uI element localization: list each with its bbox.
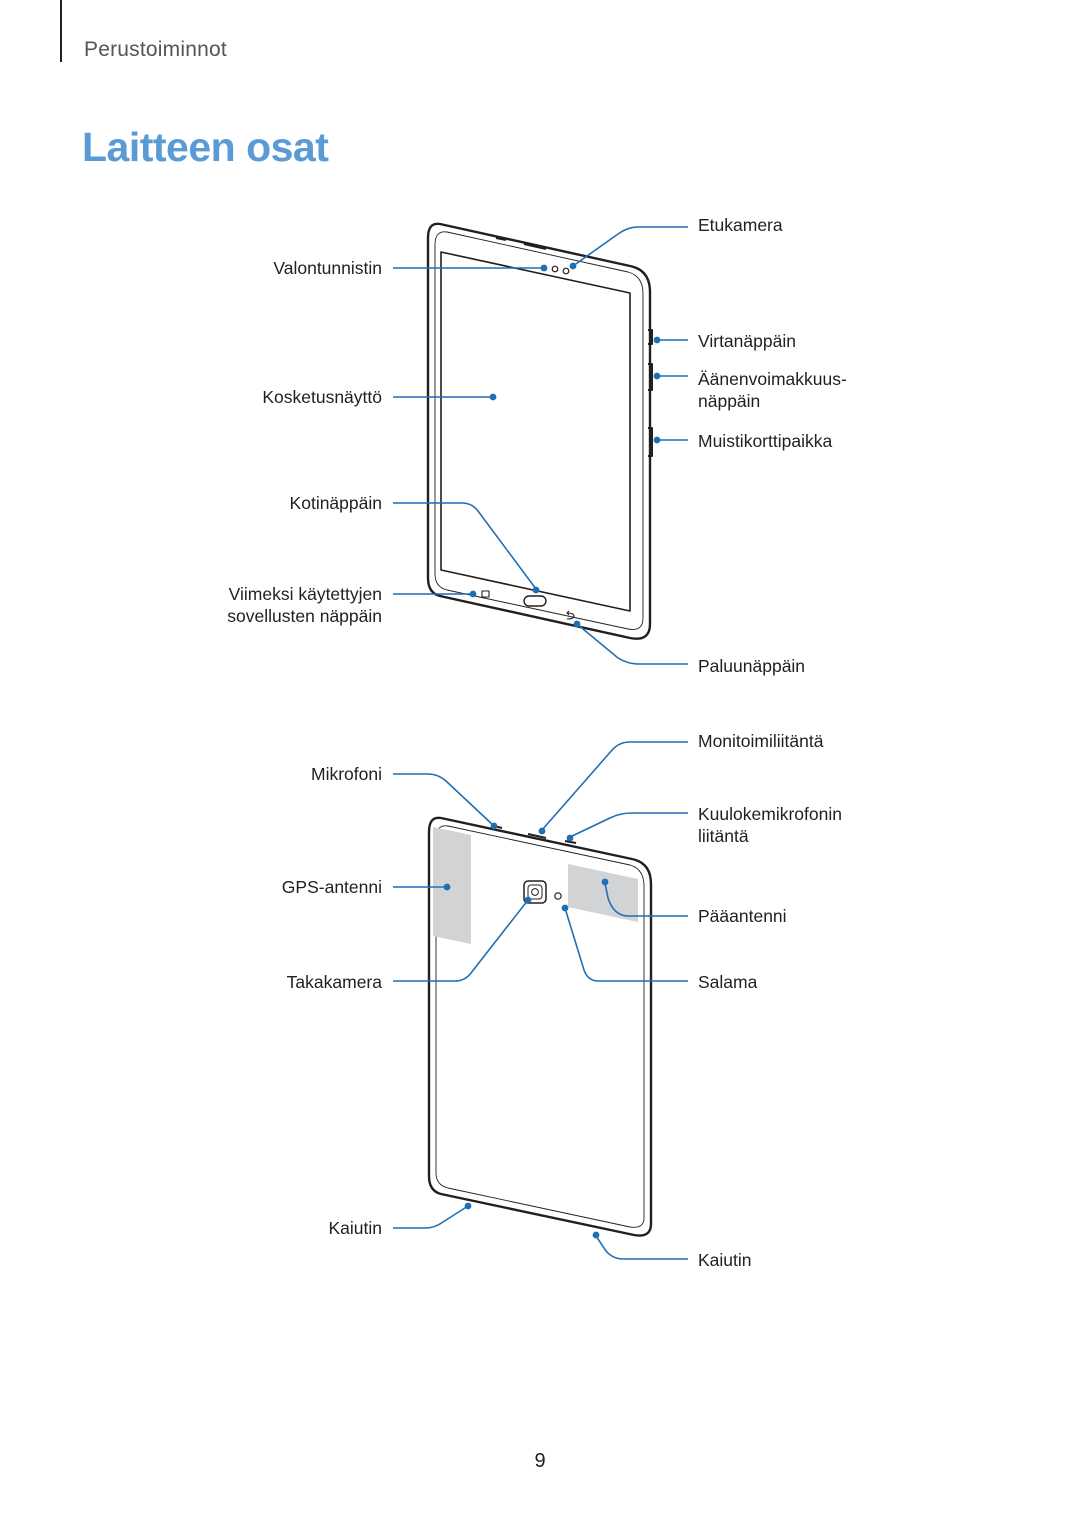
front-callout-dots [469,262,661,628]
label-recent-apps-key: Viimeksi käytettyjen sovellusten näppäin [227,584,382,626]
label-rear-camera: Takakamera [286,972,382,992]
label-power-key: Virtanäppäin [698,331,796,351]
label-home-key: Kotinäppäin [289,493,382,513]
label-memory-card-slot: Muistikorttipaikka [698,431,833,451]
page-number: 9 [534,1450,546,1472]
label-main-antenna: Pääantenni [698,906,787,926]
label-light-sensor: Valontunnistin [273,258,382,278]
back-callout-dots [443,822,609,1239]
label-flash: Salama [698,972,758,992]
page-title: Laitteen osat [82,124,329,170]
label-gps-antenna: GPS-antenni [281,877,382,897]
label-speaker-left: Kaiutin [328,1218,382,1238]
front-callouts [393,226,688,665]
tablet-back [427,816,653,1237]
tablet-front [426,222,653,640]
label-earphone-jack: Kuulokemikrofonin liitäntä [698,804,842,846]
label-multipurpose-jack: Monitoimiliitäntä [698,731,824,751]
header-rule [60,0,62,62]
label-microphone: Mikrofoni [311,764,382,784]
antenna-areas [433,827,638,944]
back-callouts [393,741,688,1260]
section-header: Perustoiminnot [84,38,227,61]
label-touchscreen: Kosketusnäyttö [262,387,382,407]
label-back-key: Paluunäppäin [698,656,806,676]
label-speaker-right: Kaiutin [698,1250,752,1270]
label-front-camera: Etukamera [698,215,783,235]
label-volume-key: Äänenvoimakkuus- näppäin [698,369,847,411]
